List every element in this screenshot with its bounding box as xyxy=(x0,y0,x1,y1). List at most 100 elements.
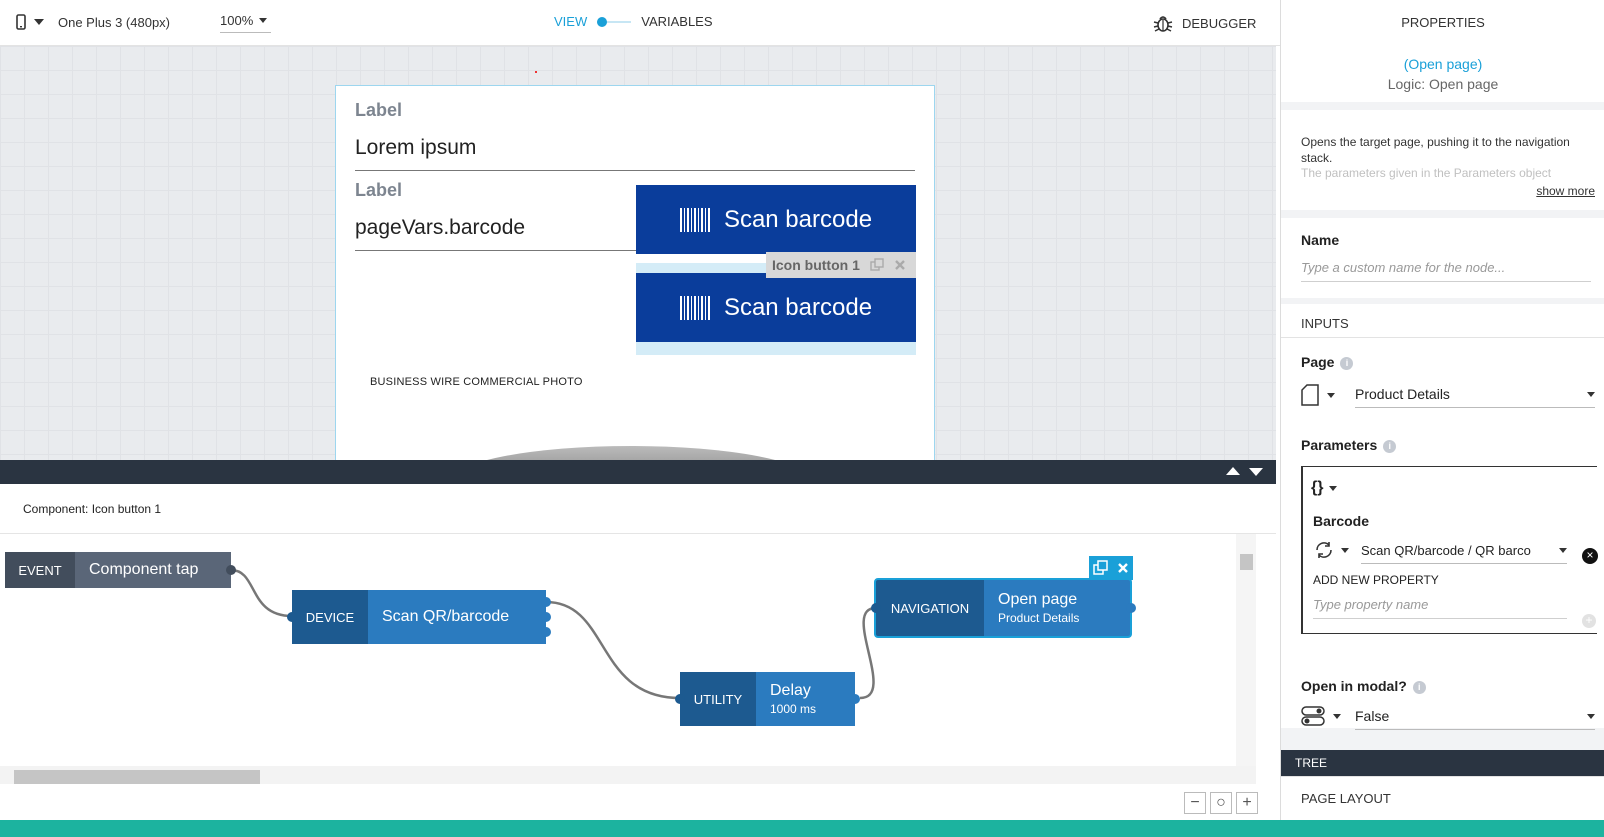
collapse-down-icon[interactable] xyxy=(1249,468,1263,476)
logic-editor: Component: Icon button 1 EVENT Component… xyxy=(0,484,1276,820)
chevron-down-icon xyxy=(34,19,44,25)
debugger-label: DEBUGGER xyxy=(1182,15,1257,31)
barcode-binding-value: Scan QR/barcode / QR barco xyxy=(1361,543,1531,558)
status-strip xyxy=(0,820,1604,837)
properties-panel: PROPERTIES (Open page) Logic: Open page … xyxy=(1280,0,1604,820)
barcode-binding-select[interactable]: Scan QR/barcode / QR barco xyxy=(1361,543,1567,564)
name-label: Name xyxy=(1301,232,1340,248)
product-photo xyxy=(451,446,811,460)
output-port[interactable] xyxy=(541,597,551,607)
add-property-label: ADD NEW PROPERTY xyxy=(1313,573,1439,587)
device-label: One Plus 3 (480px) xyxy=(58,14,171,30)
page-layout-item[interactable]: PAGE LAYOUT xyxy=(1281,776,1604,820)
close-icon[interactable] xyxy=(1117,562,1129,574)
view-toggle-label[interactable]: VIEW xyxy=(554,14,588,29)
input-port[interactable] xyxy=(287,612,297,622)
barcode-property-label: Barcode xyxy=(1313,513,1370,529)
page-icon xyxy=(1301,384,1319,406)
open-in-modal-select[interactable]: False xyxy=(1355,708,1595,730)
selection-tag-label: Icon button 1 xyxy=(772,257,860,273)
design-canvas[interactable]: Label Lorem ipsum Label pageVars.barcode… xyxy=(0,46,1276,460)
horizontal-scrollbar[interactable] xyxy=(0,766,1256,784)
zoom-in-button[interactable]: + xyxy=(1236,792,1258,814)
input-port[interactable] xyxy=(871,603,881,613)
duplicate-icon[interactable] xyxy=(870,258,884,272)
object-type-selector[interactable]: {} xyxy=(1311,479,1338,497)
show-more-link[interactable]: show more xyxy=(1536,184,1595,198)
node-subtitle: Product Details xyxy=(998,611,1080,625)
node-title: Delay xyxy=(770,682,811,699)
info-icon[interactable]: i xyxy=(1383,439,1397,453)
node-tag: UTILITY xyxy=(680,672,756,726)
device-selector[interactable]: One Plus 3 (480px) xyxy=(16,14,170,30)
duplicate-icon[interactable] xyxy=(1093,560,1109,576)
properties-header: PROPERTIES (Open page) Logic: Open page xyxy=(1281,0,1604,102)
navigation-node[interactable]: NAVIGATION Open page Product Details xyxy=(871,578,1136,638)
phone-preview[interactable]: Label Lorem ipsum Label pageVars.barcode… xyxy=(335,85,935,460)
info-icon[interactable]: i xyxy=(1412,680,1426,694)
remove-property-icon[interactable]: × xyxy=(1582,548,1598,564)
name-input[interactable]: Type a custom name for the node... xyxy=(1301,260,1591,282)
chevron-down-icon xyxy=(259,18,268,23)
phone-icon xyxy=(16,14,26,30)
open-in-modal-label: Open in modal?i xyxy=(1301,678,1426,694)
scan-barcode-button-2[interactable]: Scan barcode xyxy=(636,273,916,342)
flow-connections xyxy=(230,568,877,700)
refresh-icon xyxy=(1316,542,1332,558)
name-card: Name Type a custom name for the node... xyxy=(1281,218,1604,298)
output-port[interactable] xyxy=(850,694,860,704)
braces-icon: {} xyxy=(1311,479,1324,496)
binding-type-selector[interactable] xyxy=(1313,541,1349,559)
input-port[interactable] xyxy=(675,694,685,704)
node-tag: NAVIGATION xyxy=(876,580,984,636)
event-node[interactable]: EVENT Component tap xyxy=(5,552,236,588)
view-variables-toggle[interactable]: VIEW VARIABLES xyxy=(554,14,713,29)
open-in-modal-value: False xyxy=(1355,708,1390,724)
parameters-object: {} Barcode Scan QR/barcode / QR barco AD… xyxy=(1301,466,1597,634)
node-title: Scan QR/barcode xyxy=(382,608,510,625)
zoom-out-button[interactable]: − xyxy=(1184,792,1206,814)
zoom-reset-button[interactable]: ○ xyxy=(1210,792,1232,814)
output-port[interactable] xyxy=(1126,603,1136,613)
property-name-input[interactable]: Type property name xyxy=(1313,597,1567,619)
output-port[interactable] xyxy=(226,565,236,575)
field-label-1: Label xyxy=(355,100,403,120)
properties-title: PROPERTIES xyxy=(1401,15,1485,30)
logic-flow-canvas[interactable]: EVENT Component tap DEVICE Scan QR/barco… xyxy=(0,534,1256,766)
barcode-icon xyxy=(679,295,712,320)
text-field-1[interactable]: Lorem ipsum xyxy=(355,136,915,171)
scan-barcode-button-1[interactable]: Scan barcode xyxy=(636,185,916,254)
component-title: Component: Icon button 1 xyxy=(23,502,162,516)
add-property-icon[interactable]: + xyxy=(1582,614,1596,628)
inputs-header: INPUTS xyxy=(1281,304,1604,338)
modal-type-selector[interactable] xyxy=(1301,706,1341,726)
chevron-down-icon xyxy=(1587,713,1595,719)
chevron-down-icon xyxy=(1559,548,1567,553)
text-field-2[interactable]: pageVars.barcode xyxy=(355,216,636,251)
node-title: Component tap xyxy=(89,561,199,578)
page-select[interactable]: Product Details xyxy=(1355,386,1595,408)
page-type-selector[interactable] xyxy=(1301,384,1335,406)
flow-zoom-controls: − ○ + xyxy=(1184,792,1258,814)
node-description-more: The parameters given in the Parameters o… xyxy=(1301,166,1552,180)
expand-up-icon[interactable] xyxy=(1226,467,1240,475)
description-card: Opens the target page, pushing it to the… xyxy=(1281,110,1604,210)
toggle-switch[interactable] xyxy=(597,16,632,27)
barcode-icon xyxy=(679,207,712,232)
output-port[interactable] xyxy=(541,627,551,637)
panel-splitter[interactable] xyxy=(0,460,1276,484)
tree-section-header[interactable]: TREE xyxy=(1281,750,1604,776)
field-label-2: Label xyxy=(355,180,403,200)
info-icon[interactable]: i xyxy=(1340,356,1354,370)
zoom-selector[interactable]: 100% xyxy=(220,13,272,33)
utility-node[interactable]: UTILITY Delay 1000 ms xyxy=(675,672,860,726)
debugger-button[interactable]: DEBUGGER xyxy=(1152,14,1256,32)
variables-toggle-label[interactable]: VARIABLES xyxy=(641,14,713,29)
chevron-down-icon xyxy=(1587,391,1595,397)
vertical-scrollbar[interactable] xyxy=(1236,534,1256,766)
device-node[interactable]: DEVICE Scan QR/barcode xyxy=(287,590,551,644)
output-port[interactable] xyxy=(541,612,551,622)
close-icon[interactable] xyxy=(894,259,906,271)
